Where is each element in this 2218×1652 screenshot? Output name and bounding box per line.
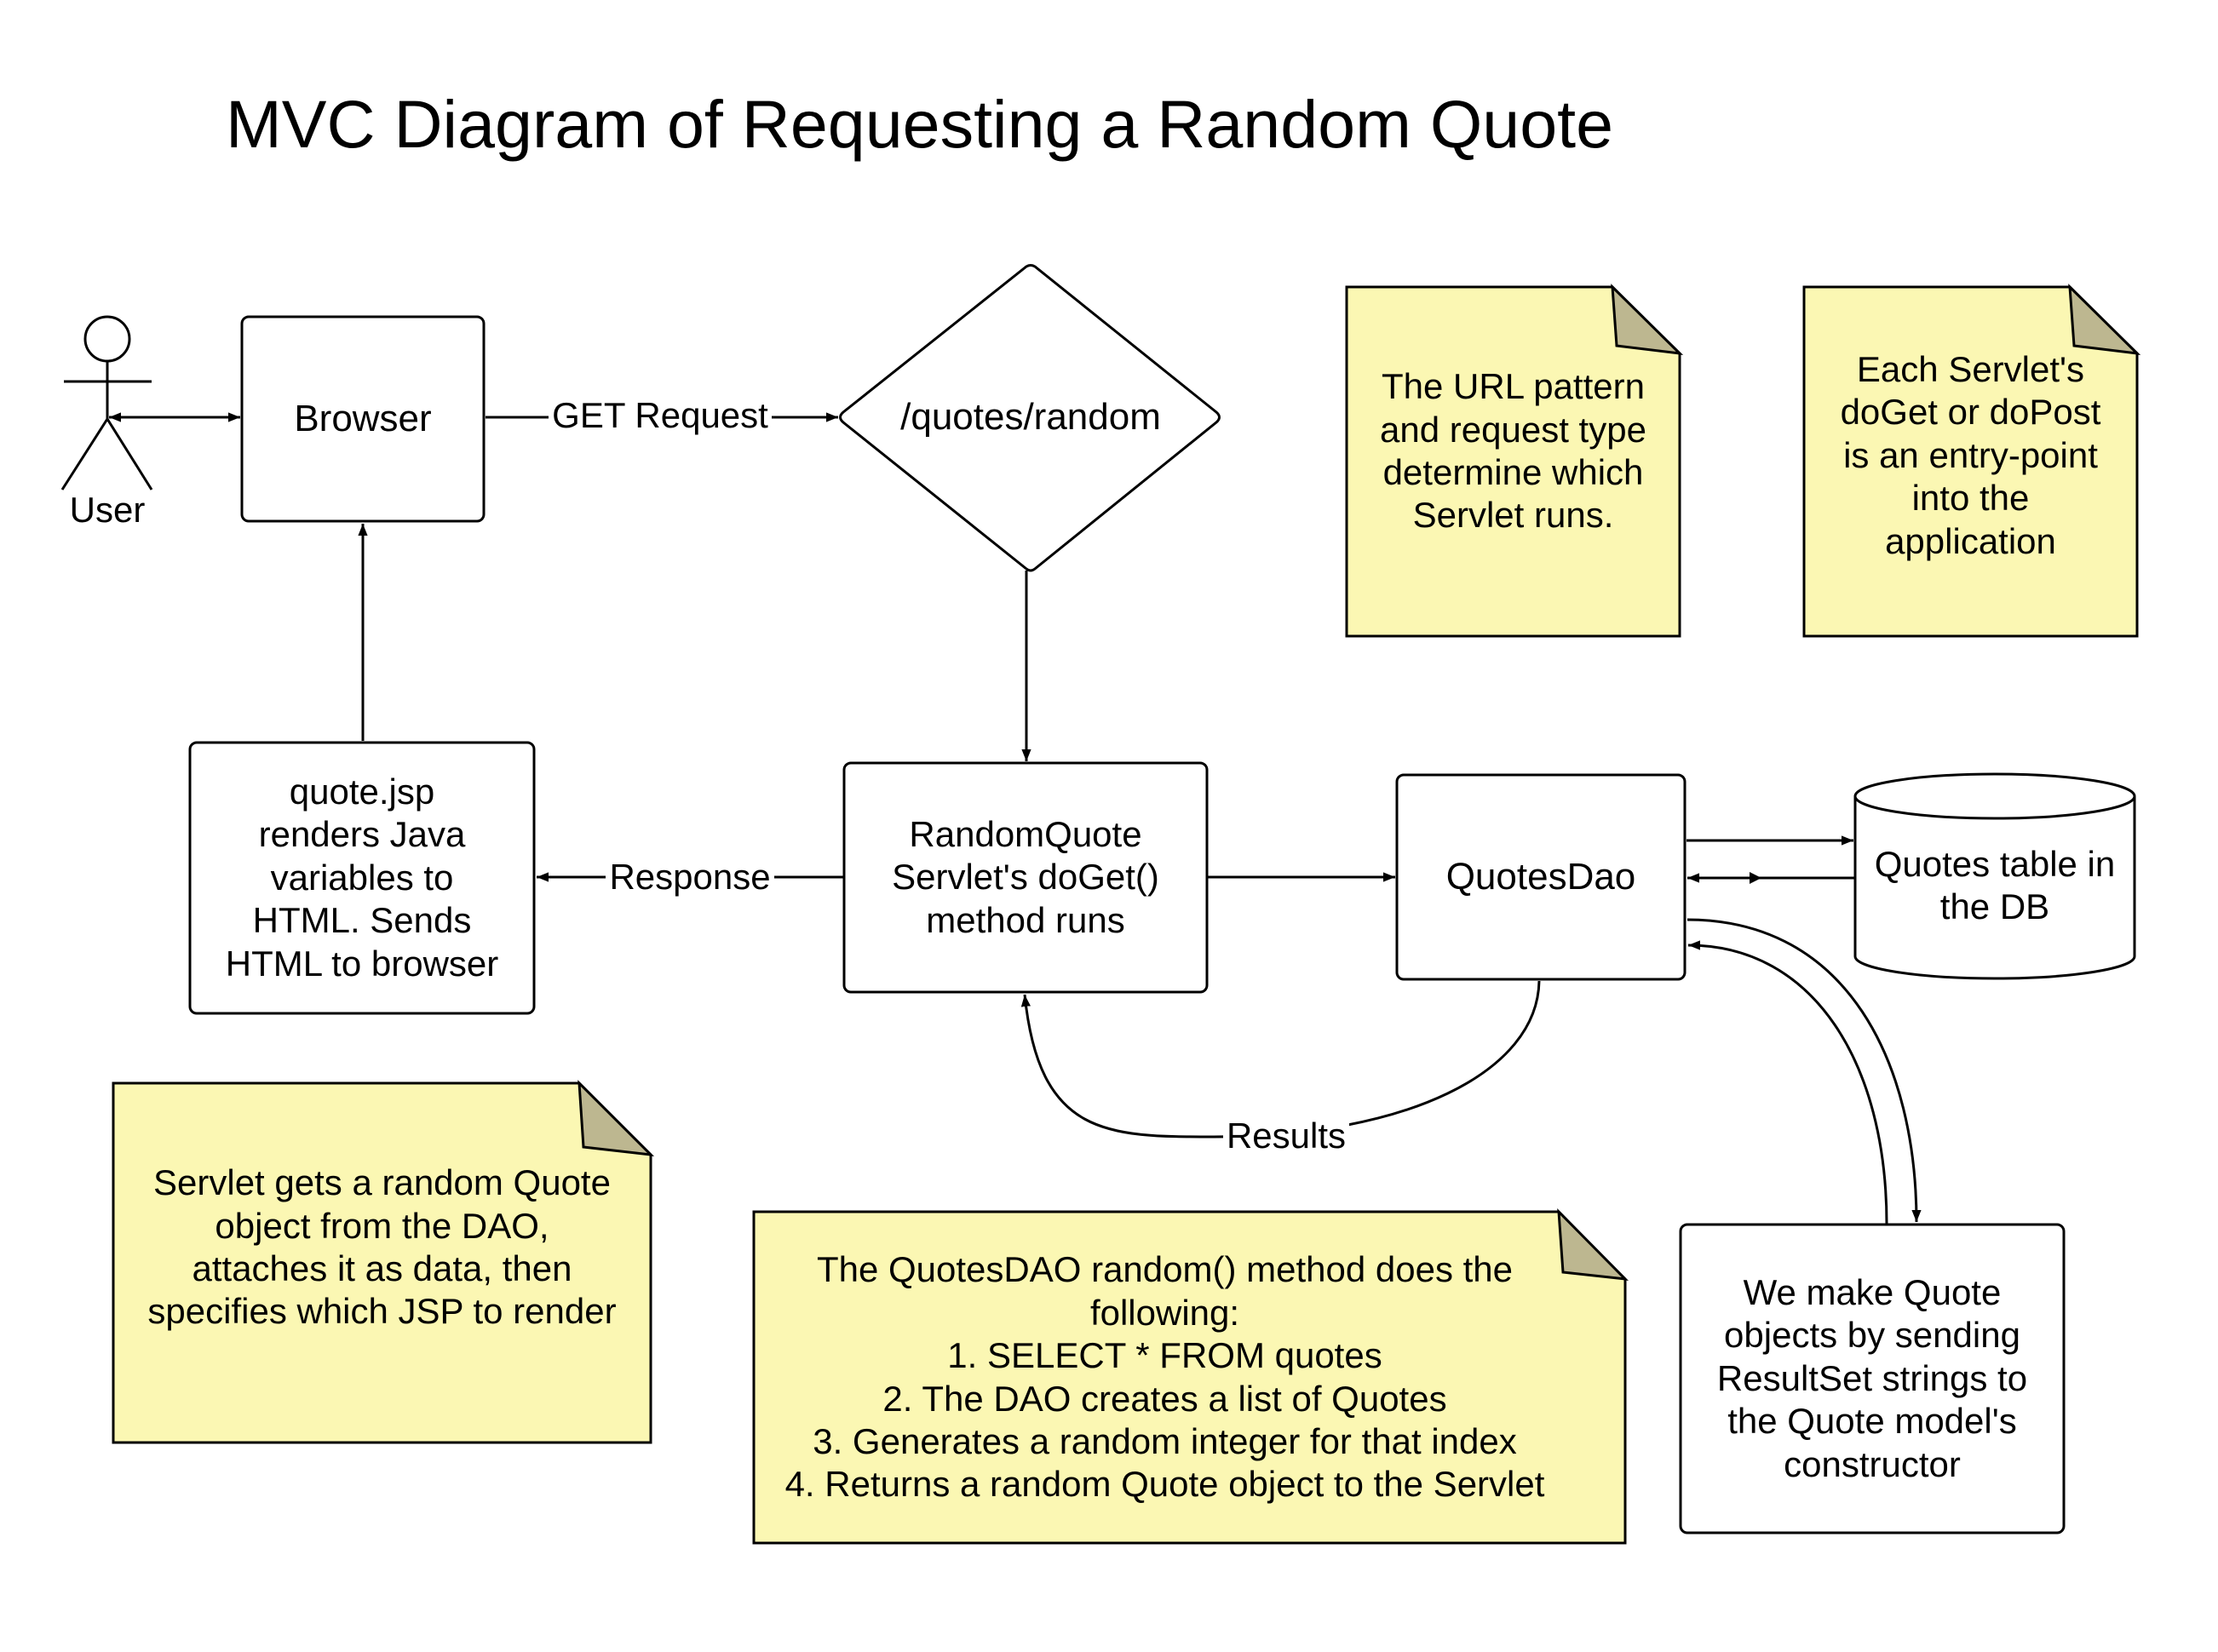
note-servlet-gets [112, 1080, 655, 1444]
jsp-label: quote.jsp renders Java variables to HTML… [225, 772, 499, 984]
browser-label: Browser [294, 397, 432, 439]
user-label: User [69, 489, 146, 530]
model-box [1679, 1223, 2066, 1534]
get-request-edge-text: GET Request [549, 398, 772, 433]
results-edge-text: Results [1222, 1118, 1350, 1154]
response-edge-label: Response [596, 852, 784, 903]
dao-label: QuotesDao [1445, 855, 1636, 898]
note-servlet-gets-text: Servlet gets a random Quote object from … [147, 1162, 617, 1332]
route-label: /quotes/random [900, 395, 1161, 438]
note-url-pattern-text: The URL pattern and request type determi… [1380, 366, 1646, 536]
note-entry-point-text: Each Servlet's doGet or doPost is an ent… [1840, 349, 2101, 561]
note-entry-point [1802, 284, 2141, 638]
model-dao-curve-connector [1687, 940, 1888, 1225]
db-cylinder [1853, 772, 2136, 980]
servlet-label: RandomQuote Servlet's doGet() method run… [892, 813, 1159, 940]
db-dao-return-arrowhead [1750, 872, 1761, 884]
model-label: We make Quote objects by sending ResultS… [1716, 1272, 2028, 1484]
dao-box [1395, 773, 1686, 981]
note-dao-random [752, 1208, 1629, 1545]
results-edge-label: Results [1210, 1110, 1363, 1162]
diagram-title: MVC Diagram of Requesting a Random Quote [226, 86, 1614, 162]
note-dao-random-text: The QuotesDAO random() method does the f… [784, 1249, 1545, 1505]
user-actor-icon [60, 315, 153, 490]
note-url-pattern [1345, 284, 1684, 638]
get-request-edge-label: GET Request [537, 390, 784, 441]
jsp-box [188, 741, 536, 1015]
browser-box [240, 315, 486, 523]
dao-model-curve-connector [1686, 918, 1922, 1223]
response-edge-text: Response [606, 859, 774, 895]
route-diamond [839, 264, 1221, 572]
servlet-box [842, 761, 1209, 994]
db-label: Quotes table in the DB [1874, 843, 2116, 926]
